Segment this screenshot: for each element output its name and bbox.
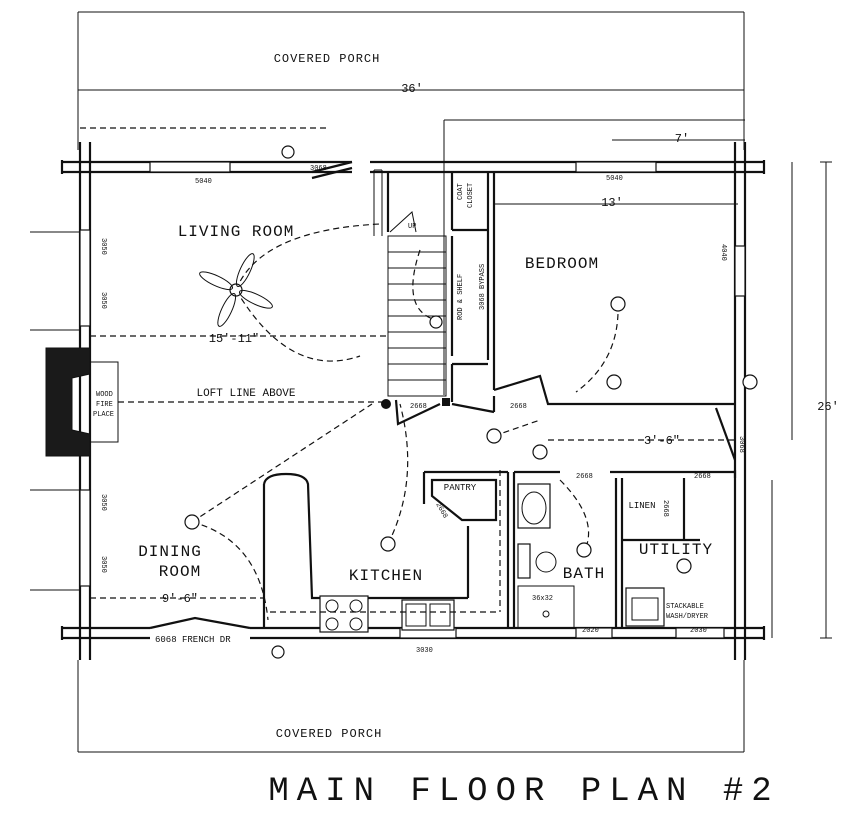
window-4040	[734, 245, 746, 297]
french-door-label: 6068 FRENCH DR	[155, 635, 231, 645]
bath-fixtures: 36x32	[517, 483, 575, 629]
window-3050-b: 3050	[99, 292, 107, 309]
bottom-porch: COVERED PORCH	[77, 660, 745, 753]
switch-run-4	[191, 521, 269, 621]
stackable-label-2: WASH/DRYER	[666, 613, 709, 621]
stair-up-label: UP	[408, 223, 416, 231]
room-label-living: LIVING ROOM	[178, 223, 295, 241]
bypass-label: 3068 BYPASS	[479, 264, 487, 310]
fireplace-label-1: WOOD	[96, 391, 113, 399]
room-label-pantry: PANTRY	[444, 483, 477, 493]
room-label-linen: LINEN	[628, 501, 655, 511]
door-3068-right: 3068	[737, 436, 745, 453]
window-4040-label: 4040	[719, 244, 727, 261]
light-fixture-icon	[184, 514, 200, 530]
coat-closet-label-1: COAT	[457, 183, 465, 200]
porch-label-bottom: COVERED PORCH	[276, 727, 383, 741]
door-2668-d: 2668	[694, 473, 711, 481]
fireplace-label-3: PLACE	[93, 411, 114, 419]
window-5040-right	[575, 161, 657, 173]
switch-run-8	[559, 479, 590, 553]
switch-run-6	[575, 303, 619, 393]
front-door-top[interactable]	[311, 160, 353, 180]
loft-line-label: LOFT LINE ABOVE	[196, 388, 295, 400]
dimension-13: 13'	[601, 196, 623, 210]
light-fixture-icon	[486, 428, 502, 444]
left-windows: 3050 3050 3050 3050	[30, 229, 107, 591]
kitchen-fixtures	[270, 470, 501, 633]
light-fixture-icon	[429, 315, 443, 329]
window-5040-left	[149, 161, 231, 173]
ceiling-fan-icon	[199, 253, 273, 327]
coat-closet-label-2: CLOSET	[467, 183, 475, 208]
porch-label-top: COVERED PORCH	[274, 52, 381, 66]
light-fixture-icon	[742, 374, 758, 390]
door-2668-e: 2668	[433, 502, 448, 521]
smoke-detector-icon	[532, 444, 548, 460]
dimension-7: 7'	[675, 132, 689, 146]
staircase: UP	[373, 169, 450, 409]
service-walls	[262, 470, 735, 628]
switch-run-7	[412, 249, 437, 321]
door-3068-top-label: 3068	[310, 165, 327, 173]
dimension-overall-width: 36'	[77, 82, 745, 96]
window-2020	[575, 627, 613, 639]
switch-run-3	[191, 403, 373, 523]
dimension-26: 26'	[817, 400, 839, 414]
plan-title: MAIN FLOOR PLAN #2	[268, 773, 779, 811]
shower-size: 36x32	[532, 595, 553, 603]
light-fixture-icon	[610, 296, 626, 312]
door-2668-c: 2668	[576, 473, 593, 481]
room-label-bath: BATH	[563, 565, 605, 583]
dimension-9-6: 9'-6"	[162, 592, 198, 606]
interior-walls	[386, 172, 737, 478]
ceiling-lights	[184, 145, 758, 659]
room-label-dining-2: ROOM	[159, 563, 201, 581]
dimension-overall-depth: 26'	[771, 161, 839, 639]
switch-run-1	[235, 223, 381, 291]
window-2020-label: 2020	[582, 627, 599, 635]
window-5040-right-label: 5040	[606, 175, 623, 183]
room-label-utility: UTILITY	[639, 541, 713, 559]
window-3030-label: 3030	[416, 647, 433, 655]
window-3050-a: 3050	[99, 238, 107, 255]
utility-fixtures: STACKABLE WASH/DRYER	[625, 587, 709, 627]
stackable-label-1: STACKABLE	[666, 603, 704, 611]
switch-run-5	[387, 403, 409, 545]
dimension-seven: 7'	[612, 132, 745, 146]
dimension-3-6: 3'-6"	[644, 434, 680, 448]
room-label-bedroom: BEDROOM	[525, 255, 599, 273]
french-door[interactable]	[149, 616, 251, 630]
room-label-kitchen: KITCHEN	[349, 567, 423, 585]
room-label-dining-1: DINING	[138, 543, 202, 561]
smoke-detector-icon	[606, 374, 622, 390]
window-3050-c: 3050	[99, 494, 107, 511]
top-porch: COVERED PORCH	[77, 11, 745, 150]
switch-run-9	[493, 419, 541, 437]
window-2030-label: 2030	[690, 627, 707, 635]
light-fixture-icon	[676, 558, 692, 574]
dimension-36: 36'	[401, 82, 423, 96]
rod-shelf-label: ROD & SHELF	[457, 274, 465, 320]
light-fixture-icon	[380, 536, 396, 552]
dimension-15-11: 15'-11"	[209, 332, 259, 346]
switch-run-2	[235, 289, 361, 362]
window-2030	[675, 627, 725, 639]
fireplace-label-2: FIRE	[96, 401, 113, 409]
door-2668-b: 2668	[510, 403, 527, 411]
light-fixture-icon	[281, 145, 295, 159]
window-5040-left-label: 5040	[195, 178, 212, 186]
door-2668-a: 2668	[410, 403, 427, 411]
light-fixture-icon	[576, 542, 592, 558]
dimension-bedroom-width: 13'	[494, 196, 738, 210]
light-fixture-icon	[271, 645, 285, 659]
window-3050-d: 3050	[99, 556, 107, 573]
door-2668-f: 2668	[661, 500, 669, 517]
wood-fireplace: WOOD FIRE PLACE	[45, 347, 119, 457]
